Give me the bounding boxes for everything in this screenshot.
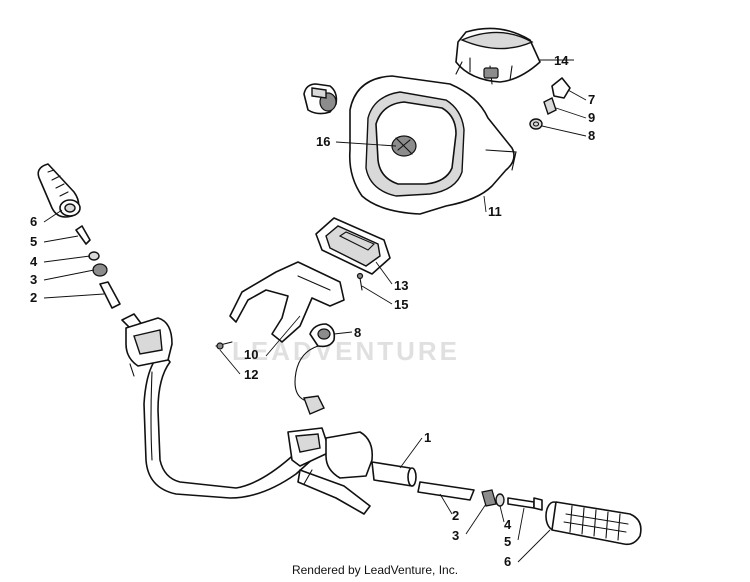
callout-10: 10 [244, 347, 258, 362]
callout-3-right: 3 [452, 528, 459, 543]
callout-16: 16 [316, 134, 330, 149]
right-washer [495, 493, 505, 507]
callout-2-right: 2 [452, 508, 459, 523]
callout-5-right: 5 [504, 534, 511, 549]
callout-6-left: 6 [30, 214, 37, 229]
speedometer [455, 27, 541, 85]
callout-6-right: 6 [504, 554, 511, 569]
console-bracket [229, 261, 345, 343]
callout-5-left: 5 [30, 234, 37, 249]
left-washer [88, 251, 100, 261]
callout-4-left: 4 [30, 254, 38, 269]
callout-3-left: 3 [30, 272, 37, 287]
callout-15: 15 [394, 297, 408, 312]
throttle-tube [371, 461, 417, 487]
callout-7: 7 [588, 92, 595, 107]
callout-13: 13 [394, 278, 408, 293]
screw-12 [215, 341, 233, 350]
right-bar-end-weight [481, 489, 497, 507]
mounting-plate [315, 217, 391, 275]
callout-labels: 14 7 9 8 16 11 13 15 8 10 12 1 6 5 4 3 2… [30, 53, 595, 569]
left-bolt [75, 225, 91, 245]
callout-4-right: 4 [504, 517, 512, 532]
callout-14: 14 [554, 53, 569, 68]
left-plug [99, 281, 121, 309]
watermark: LEADVENTURE [232, 336, 460, 366]
left-switch-housing [125, 317, 173, 377]
grommet-upper [529, 118, 543, 130]
console-pod [348, 75, 517, 215]
right-control-housing [287, 427, 374, 515]
callout-8-upper: 8 [588, 128, 595, 143]
footer-credit: Rendered by LeadVenture, Inc. [291, 563, 459, 577]
leader-lines [43, 59, 587, 563]
screw-15 [356, 272, 364, 291]
right-plug [417, 481, 475, 501]
left-grip [37, 163, 81, 218]
accessory-switch [294, 323, 336, 415]
callout-11: 11 [488, 204, 502, 219]
indicator-bulb [543, 97, 557, 115]
right-grip [545, 501, 642, 546]
callout-9: 9 [588, 110, 595, 125]
callout-2-left: 2 [30, 290, 37, 305]
callout-8-lower: 8 [354, 325, 361, 340]
callout-12: 12 [244, 367, 258, 382]
power-point [303, 83, 338, 115]
indicator-lens [551, 77, 571, 99]
callout-1: 1 [424, 430, 431, 445]
right-bolt [507, 497, 543, 511]
left-bar-end-weight [92, 263, 108, 277]
